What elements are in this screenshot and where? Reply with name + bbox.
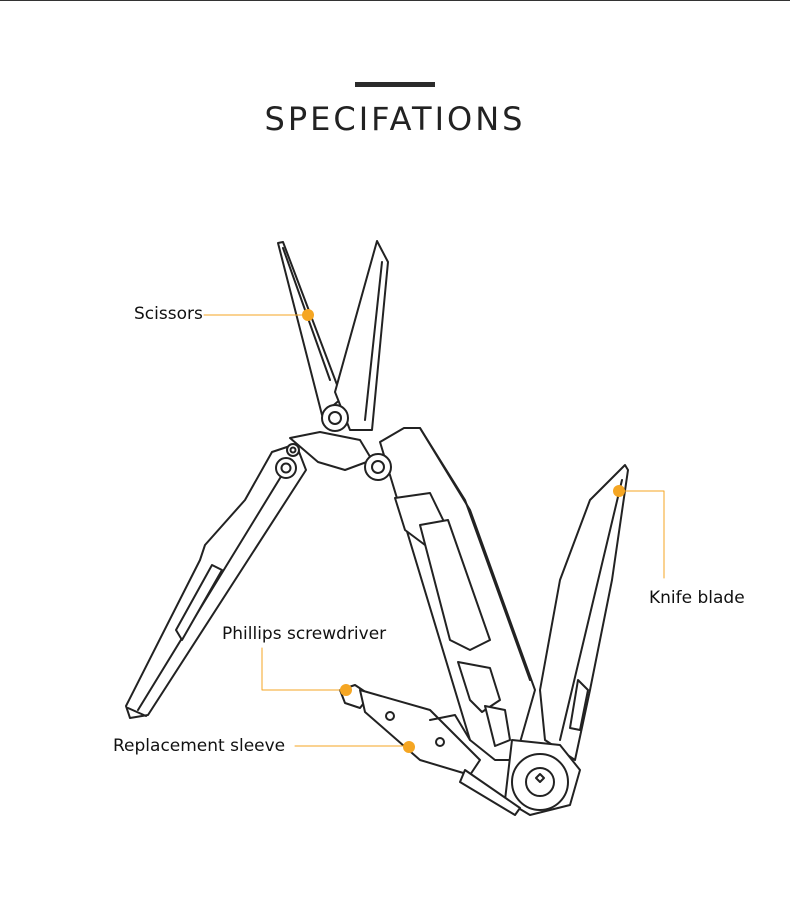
screwdriver-marker-dot — [340, 684, 352, 696]
title-accent-bar — [355, 82, 435, 87]
screwdriver-leader-line — [261, 647, 345, 691]
scissors-label: Scissors — [134, 304, 203, 324]
knife-blade-label: Knife blade — [649, 588, 745, 608]
scissors-blade-left — [277, 241, 343, 416]
phillips-screwdriver-label: Phillips screwdriver — [222, 624, 387, 644]
bottom-pivot — [504, 739, 581, 816]
knife-blade — [539, 464, 629, 761]
page-title: SPECIFATIONS — [264, 100, 526, 138]
scissors-blade-right — [334, 240, 389, 431]
callout-leaders — [203, 314, 665, 747]
right-handle — [364, 427, 536, 761]
knife-leader-line — [619, 490, 665, 579]
sleeve-marker-dot — [403, 741, 415, 753]
knife-marker-dot — [613, 485, 625, 497]
replacement-sleeve-label: Replacement sleeve — [113, 736, 286, 756]
scissors-marker-dot — [302, 309, 314, 321]
left-handle — [125, 443, 307, 719]
screwdriver-assembly — [339, 684, 521, 816]
scissors-pivot-screw — [321, 404, 349, 432]
top-divider — [0, 0, 790, 1]
